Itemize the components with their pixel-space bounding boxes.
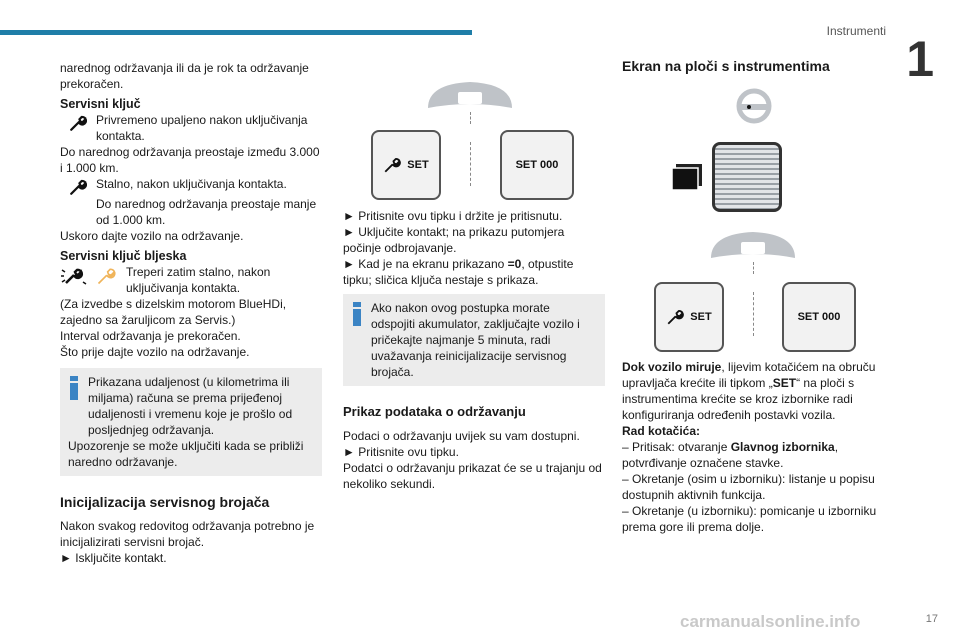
cluster-heading: Ekran na ploči s instrumentima bbox=[622, 58, 830, 74]
paragraph: Uskoro dajte vozilo na održavanje. bbox=[60, 229, 244, 243]
flash-line: Treperi zatim stalno, nakon bbox=[126, 265, 271, 279]
wrench-icon bbox=[70, 115, 87, 131]
flashing-wrench-icon bbox=[61, 268, 87, 285]
list-item: – Pritisak: otvaranje Glavnog izbornika,… bbox=[622, 440, 839, 470]
paragraph: Dok vozilo miruje, lijevim kotačićem na … bbox=[622, 360, 876, 422]
paragraph: Podaci o održavanju uvijek su vam dostup… bbox=[343, 429, 580, 443]
info-text: Upozorenje se može uključiti kada se pri… bbox=[68, 439, 304, 469]
steering-wheel-icon bbox=[736, 88, 772, 124]
data-heading: Prikaz podataka o održavanju bbox=[343, 404, 526, 419]
paragraph: Što prije dajte vozilo na održavanje. bbox=[60, 345, 250, 359]
info-icon bbox=[68, 376, 80, 402]
chapter-number: 1 bbox=[906, 31, 934, 87]
key-item-2: Stalno, nakon uključivanja kontakta. bbox=[60, 176, 322, 196]
wheel-heading: Rad kotačića: bbox=[622, 424, 701, 438]
display-readout: SET 000 bbox=[797, 311, 841, 323]
paragraph: Do narednog održavanja preostaje manje o… bbox=[96, 197, 317, 227]
paragraph: narednog održavanja ili da je rok ta odr… bbox=[60, 61, 309, 91]
wrench-warning-icon bbox=[97, 268, 116, 285]
watermark: carmanualsonline.info bbox=[680, 612, 861, 631]
wrench-icon bbox=[384, 158, 402, 173]
paragraph: Interval održavanja je prekoračen. bbox=[60, 329, 241, 343]
info-box: Prikazana udaljenost (u kilometrima ili … bbox=[60, 368, 322, 476]
column-right: Dok vozilo miruje, lijevim kotačićem na … bbox=[622, 359, 892, 535]
paragraph: ► Pritisnite ovu tipku. bbox=[343, 445, 459, 459]
key-item-2-line: Stalno, nakon uključivanja kontakta. bbox=[96, 177, 287, 191]
scroll-wheel-icon[interactable] bbox=[712, 142, 782, 212]
flash-item: Treperi zatim stalno, nakon uključivanja … bbox=[60, 264, 322, 296]
instrument-cluster-icon bbox=[428, 82, 512, 108]
display-readout: SET 000 bbox=[515, 159, 559, 171]
display-panel: SET 000 bbox=[782, 282, 856, 352]
set-label: SET bbox=[690, 311, 712, 323]
flash-heading: Servisni ključ bljeska bbox=[60, 249, 187, 263]
paragraph: Nakon svakog redovitog održavanja potreb… bbox=[60, 519, 315, 549]
set-button-panel[interactable]: SET bbox=[654, 282, 724, 352]
section-title: Instrumenti bbox=[826, 24, 886, 38]
list-item: – Okretanje (u izborniku): pomicanje u i… bbox=[622, 504, 877, 534]
info-text: Prikazana udaljenost (u kilometrima ili … bbox=[88, 375, 293, 437]
info-icon bbox=[351, 302, 363, 328]
paragraph: Do narednog održavanja preostaje između … bbox=[60, 145, 320, 175]
instrument-cluster-icon bbox=[711, 232, 795, 258]
wrench-icon bbox=[667, 310, 685, 325]
info-text: Ako nakon ovog postupka morate odspojiti… bbox=[371, 301, 580, 379]
column-middle: ► Pritisnite ovu tipku i držite je priti… bbox=[343, 208, 605, 492]
set-label: SET bbox=[407, 159, 429, 171]
column-left: narednog održavanja ili da je rok ta odr… bbox=[60, 60, 322, 566]
step: ► Pritisnite ovu tipku i držite je priti… bbox=[343, 209, 563, 223]
key-item-1: Privremeno upaljeno nakon uključivanja ko… bbox=[60, 112, 322, 144]
wheel-side-icon bbox=[671, 164, 702, 190]
wrench-icon bbox=[70, 179, 87, 195]
step: ► Uključite kontakt; na prikazu putomjer… bbox=[343, 225, 565, 255]
step: ► Kad je na ekranu prikazano =0, otpusti… bbox=[343, 257, 574, 287]
paragraph: ► Isključite kontakt. bbox=[60, 551, 167, 565]
list-item: – Okretanje (osim u izborniku): listanje… bbox=[622, 472, 875, 502]
set-button-panel[interactable]: SET bbox=[371, 130, 441, 200]
page-number: 17 bbox=[925, 613, 938, 625]
reset-heading: Inicijalizacija servisnog brojača bbox=[60, 494, 270, 510]
paragraph: (Za izvedbe s dizelskim motorom BlueHDi,… bbox=[60, 297, 287, 327]
key-heading: Servisni ključ bbox=[60, 97, 141, 111]
header-accent-bar bbox=[0, 30, 472, 35]
key-item-1-line: Privremeno upaljeno nakon uključivanja bbox=[96, 113, 308, 127]
info-box: Ako nakon ovog postupka morate odspojiti… bbox=[343, 294, 605, 386]
key-item-1-line: kontakta. bbox=[96, 129, 145, 143]
paragraph: Podatci o održavanju prikazat će se u tr… bbox=[343, 461, 602, 491]
flash-line: uključivanja kontakta. bbox=[126, 281, 241, 295]
display-panel: SET 000 bbox=[500, 130, 574, 200]
